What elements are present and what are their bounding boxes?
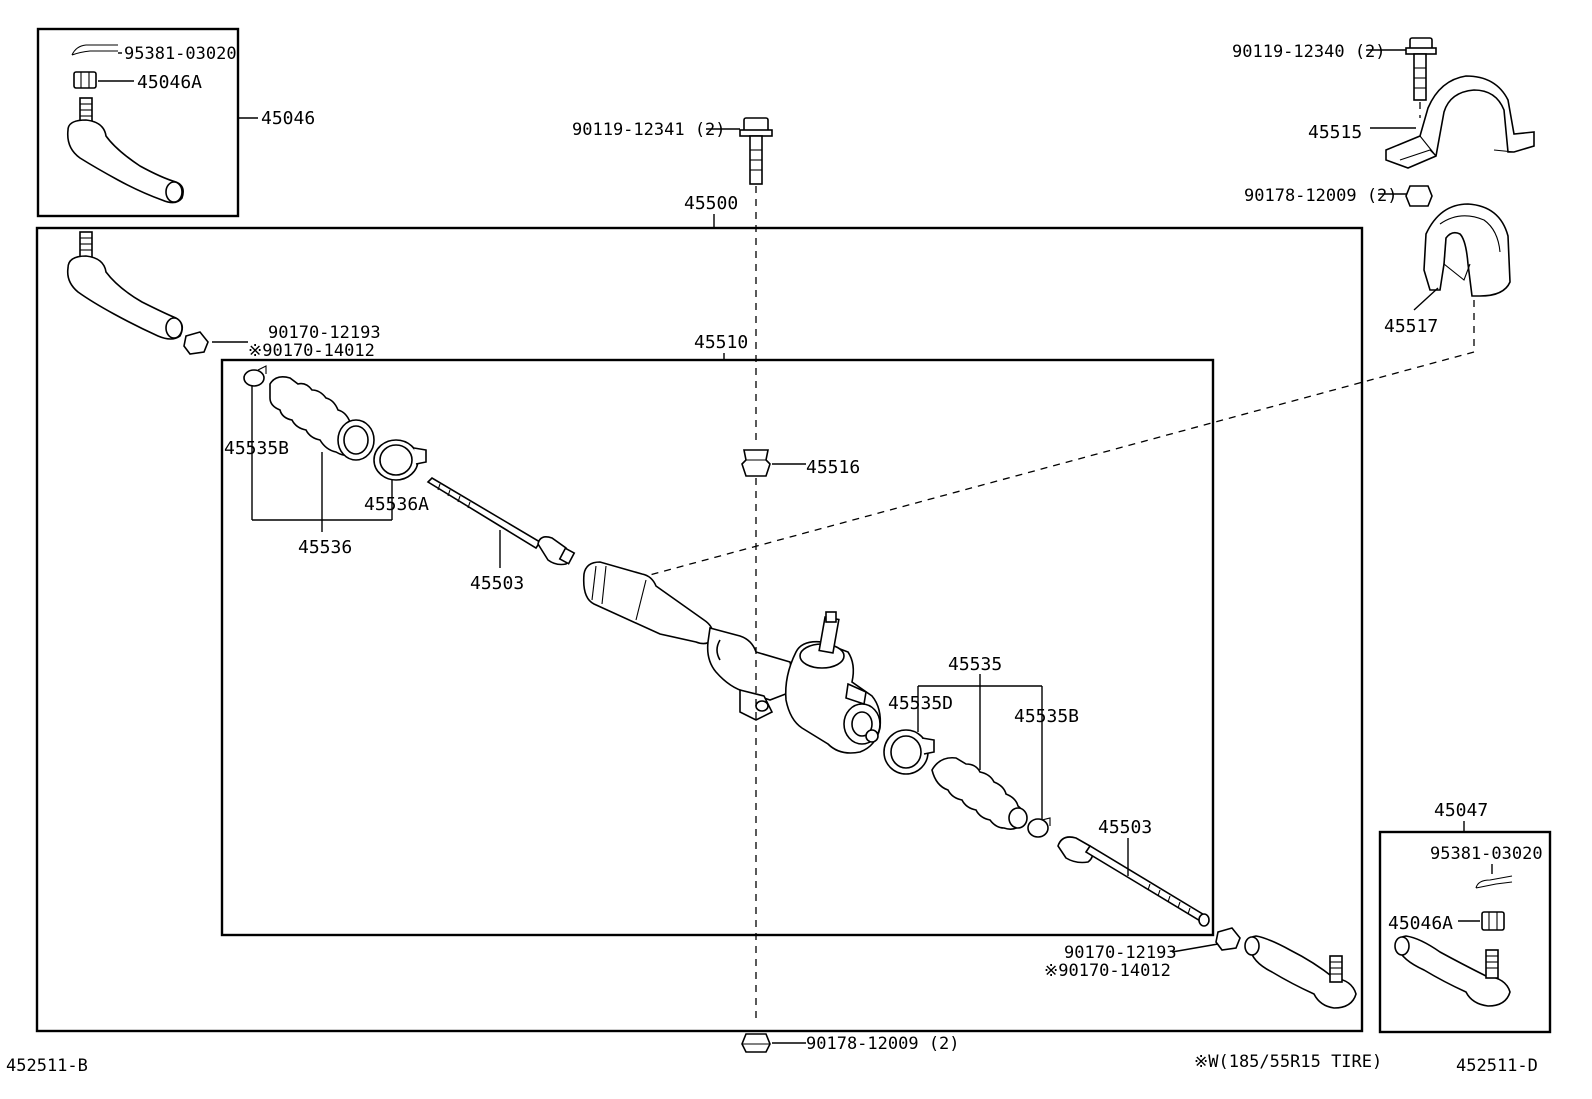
bracket-label: 45515	[1308, 122, 1362, 143]
inner-assembly-label: 45510	[694, 332, 748, 353]
left-boot-kit-label: 45536	[298, 537, 352, 558]
left-tie-rod-end	[66, 231, 184, 340]
right-locknut-label-2: ※90170-14012	[1044, 961, 1171, 981]
inset-left-frame	[36, 27, 240, 218]
bracket-bolt	[1405, 37, 1437, 101]
left-band-label: 45536A	[364, 494, 429, 515]
inset-right-tie-rod-end	[1394, 935, 1511, 1007]
inset-left-cotter-pin	[71, 44, 118, 56]
left-locknut-label-2: ※90170-14012	[248, 341, 375, 361]
inset-right-cotter-pin	[1475, 875, 1513, 889]
bushing-label: 45517	[1384, 316, 1438, 337]
leader	[1413, 287, 1439, 311]
inset-left-nut-label: 45046A	[137, 72, 202, 93]
rack-bushing	[1423, 203, 1511, 297]
right-boot-band	[883, 729, 935, 775]
rack-housing	[582, 561, 797, 721]
right-band-label: 45535D	[888, 693, 953, 714]
left-boot-band	[373, 439, 427, 481]
left-tie-rod-label: 45503	[470, 573, 524, 594]
leader	[1171, 943, 1219, 953]
bracket-bolt-label: 90119-12340 (2)	[1232, 42, 1386, 62]
right-tie-rod-end	[1244, 935, 1357, 1009]
footer-code-right: 452511-D	[1456, 1056, 1538, 1076]
right-locknut-label-1: 90170-12193	[1064, 943, 1177, 963]
outer-assembly-frame	[35, 226, 1364, 1033]
bottom-mount-nut	[741, 1033, 771, 1053]
bracket-nut	[1405, 185, 1433, 207]
right-clamp-label: 45535B	[1014, 706, 1079, 727]
footer-footnote: ※W(185/55R15 TIRE)	[1194, 1052, 1382, 1072]
left-locknut-label-1: 90170-12193	[268, 323, 381, 343]
inset-left-tie-rod-end	[66, 97, 184, 204]
steering-rack-bracket	[1385, 75, 1535, 169]
left-rack-boot	[269, 376, 375, 461]
inset-right-nut-label: 45046A	[1388, 913, 1453, 934]
right-rack-boot	[931, 756, 1028, 830]
left-boot-clamp	[243, 365, 267, 387]
grommet-label: 45516	[806, 457, 860, 478]
inset-right-frame	[1378, 830, 1552, 1034]
right-inner-tie-rod	[1057, 836, 1210, 927]
inset-right-cotter-pin-label: 95381-03020	[1430, 844, 1543, 864]
inset-left-assembly-label: 45046	[261, 108, 315, 129]
inset-left-castle-nut	[73, 71, 97, 89]
inset-left-cotter-pin-label: 95381-03020	[124, 44, 237, 64]
inset-right-castle-nut	[1481, 911, 1505, 931]
top-mount-bolt	[739, 117, 773, 185]
left-locknut	[183, 331, 209, 355]
inset-right-assembly-label: 45047	[1434, 800, 1488, 821]
bottom-nut-label: 90178-12009 (2)	[806, 1034, 960, 1054]
mount-grommet	[741, 449, 771, 477]
pinion-valve-body	[784, 611, 882, 754]
outer-assembly-label: 45500	[684, 193, 738, 214]
top-bolt-label: 90119-12341 (2)	[572, 120, 726, 140]
right-boot-clamp	[1027, 817, 1051, 838]
right-boot-kit-label: 45535	[948, 654, 1002, 675]
inner-assembly-frame	[220, 358, 1215, 937]
left-inner-tie-rod	[426, 476, 576, 566]
left-clamp-label: 45535B	[224, 438, 289, 459]
right-locknut	[1215, 927, 1241, 951]
right-tie-rod-label: 45503	[1098, 817, 1152, 838]
footer-code-left: 452511-B	[6, 1056, 88, 1076]
bracket-nut-label: 90178-12009 (2)	[1244, 186, 1398, 206]
